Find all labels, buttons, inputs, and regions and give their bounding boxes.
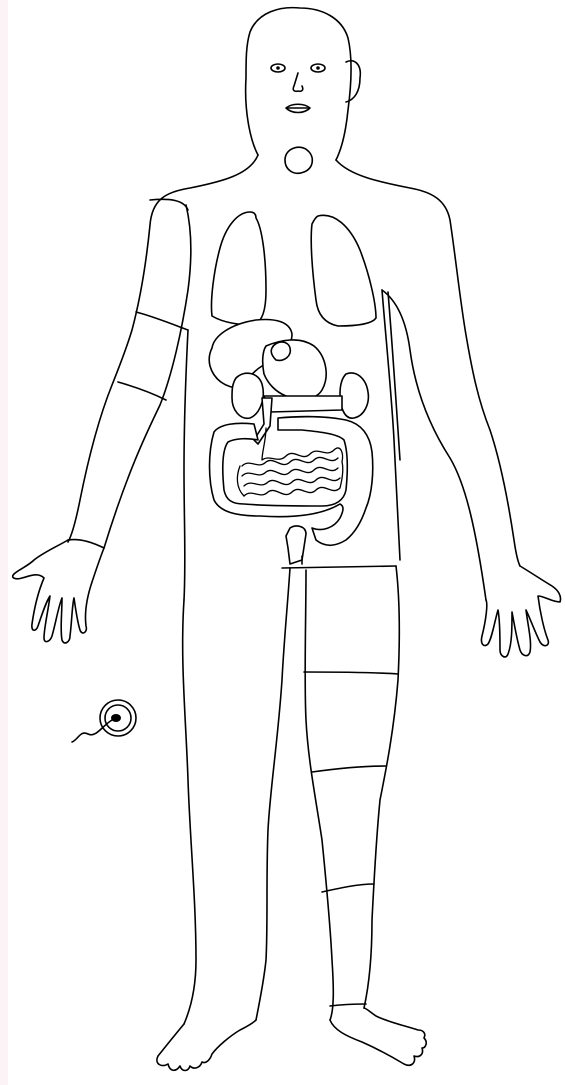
nose bbox=[293, 73, 303, 91]
pancreas bbox=[264, 396, 342, 412]
left-hand bbox=[13, 540, 104, 643]
ankle-band bbox=[330, 1004, 366, 1006]
right-foot bbox=[330, 1008, 426, 1065]
gallbladder bbox=[271, 342, 290, 360]
sperm-egg-icon bbox=[72, 700, 136, 742]
knee-band-lower bbox=[322, 884, 374, 892]
rectum bbox=[286, 526, 306, 564]
right-pupil bbox=[316, 66, 320, 70]
head bbox=[246, 8, 361, 160]
thyroid bbox=[285, 147, 312, 173]
right-kidney bbox=[340, 373, 368, 418]
left-pupil bbox=[276, 66, 280, 70]
left-kidney bbox=[232, 373, 263, 418]
right-ear bbox=[346, 61, 360, 102]
left-lung bbox=[211, 212, 266, 325]
left-upper-arm-band bbox=[136, 312, 188, 330]
left-foot bbox=[157, 1020, 256, 1071]
knee-band-upper bbox=[312, 766, 386, 772]
legs bbox=[183, 566, 400, 1024]
right-lung bbox=[311, 215, 376, 326]
large-intestine bbox=[210, 417, 373, 546]
thigh-band bbox=[304, 672, 398, 674]
right-hand bbox=[481, 566, 560, 657]
left-forearm-band bbox=[118, 382, 166, 400]
